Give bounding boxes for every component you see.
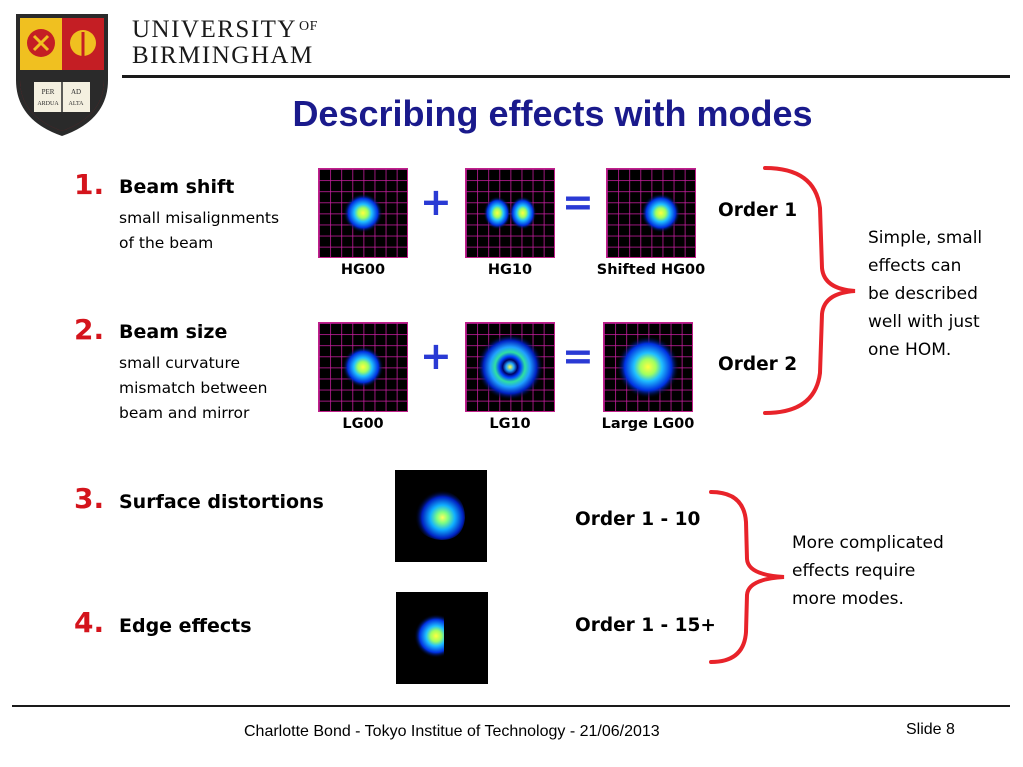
item-3-heading: Surface distortions — [119, 491, 324, 513]
item-3-number: 3. — [74, 482, 105, 515]
hg00-mode-image — [318, 168, 408, 258]
order-1-10-label: Order 1 - 10 — [575, 509, 701, 530]
lg10-mode-image — [465, 322, 555, 412]
caption-large-lg00: Large LG00 — [601, 416, 695, 432]
item-1-description: small misalignments of the beam — [119, 209, 280, 252]
order-1-label: Order 1 — [718, 200, 798, 221]
item-1-heading: Beam shift — [119, 176, 235, 198]
item-2-heading: Beam size — [119, 321, 228, 343]
large-lg00-mode-image — [603, 322, 693, 412]
item-4-number: 4. — [74, 606, 105, 639]
plus-sign-row1: + — [420, 180, 452, 224]
equals-sign-row1: = — [562, 180, 594, 224]
plus-sign-row2: + — [420, 334, 452, 378]
footer-divider — [12, 705, 1010, 707]
university-crest-logo: PER ARDUA AD ALTA — [12, 10, 112, 140]
caption-lg10: LG10 — [489, 416, 531, 432]
shifted-hg00-mode-image — [606, 168, 696, 258]
caption-hg10: HG10 — [487, 262, 533, 278]
hg10-mode-image — [465, 168, 555, 258]
item-4-heading: Edge effects — [119, 615, 252, 637]
footer-text: Charlotte Bond - Tokyo Institue of Techn… — [244, 723, 660, 740]
svg-text:AD: AD — [71, 88, 81, 96]
right-brace-complex — [706, 487, 796, 667]
lg00-mode-image — [318, 322, 408, 412]
item-2-description: small curvature mismatch between beam an… — [119, 354, 268, 422]
svg-text:ALTA: ALTA — [69, 101, 85, 107]
svg-text:PER: PER — [42, 88, 55, 96]
edge-effect-image — [396, 592, 488, 684]
caption-lg00: LG00 — [342, 416, 384, 432]
item-2-number: 2. — [74, 313, 105, 346]
university-name-line2: BIRMINGHAM — [132, 42, 314, 69]
note-simple-effects: Simple, small effects can be described w… — [868, 228, 983, 360]
note-complex-effects: More complicated effects require more mo… — [792, 533, 944, 609]
header-divider — [122, 75, 1010, 78]
order-1-15-label: Order 1 - 15+ — [575, 615, 716, 636]
surface-distortion-image — [395, 470, 487, 562]
order-2-label: Order 2 — [718, 354, 798, 375]
right-brace-simple — [760, 163, 860, 418]
university-of: OF — [299, 19, 318, 34]
item-1-number: 1. — [74, 168, 105, 201]
caption-shifted-hg00: Shifted HG00 — [596, 262, 706, 278]
caption-hg00: HG00 — [340, 262, 386, 278]
slide-title: Describing effects with modes — [292, 93, 813, 134]
equals-sign-row2: = — [562, 334, 594, 378]
slide-number: Slide 8 — [906, 721, 955, 738]
svg-text:ARDUA: ARDUA — [37, 101, 59, 107]
